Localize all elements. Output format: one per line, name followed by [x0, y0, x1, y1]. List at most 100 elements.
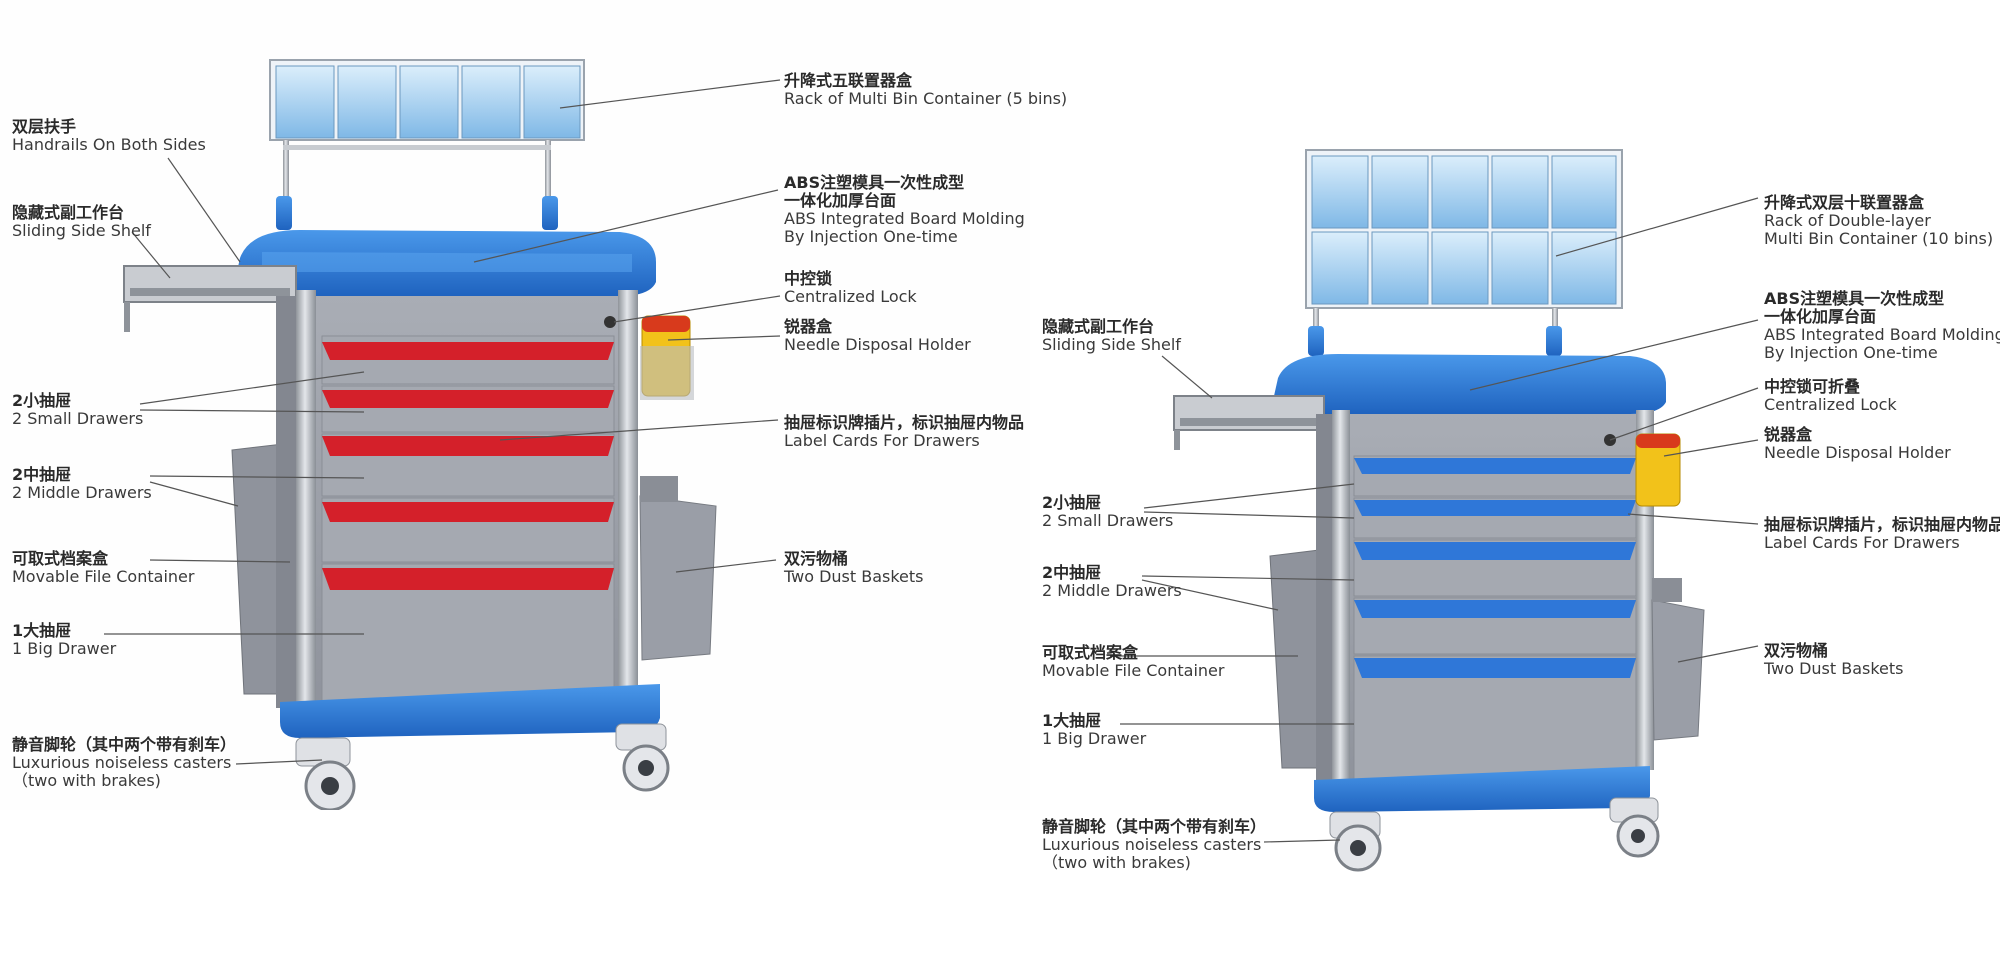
label-centralized-lock: 中控锁可折叠 Centralized Lock — [1764, 378, 1897, 414]
right-cart-illustration — [1173, 149, 1705, 872]
label-zh: 隐藏式副工作台 — [12, 203, 125, 222]
label-small-drawers: 2小抽屉 2 Small Drawers — [1042, 494, 1173, 530]
label-middle-drawers: 2中抽屉 2 Middle Drawers — [12, 466, 152, 502]
label-en: Movable File Container — [1042, 661, 1225, 680]
label-en: Handrails On Both Sides — [12, 135, 206, 154]
sliding-side-shelf — [123, 265, 297, 332]
label-casters: 静音脚轮（其中两个带有刹车） Luxurious noiseless caste… — [1042, 818, 1266, 872]
label-en: 2 Small Drawers — [12, 409, 144, 428]
label-en: Needle Disposal Holder — [784, 335, 971, 354]
right-cart-panel — [1030, 0, 2000, 960]
label-zh: 2中抽屉 — [12, 465, 72, 484]
label-abs-board: ABS注塑模具一次性成型 一体化加厚台面 ABS Integrated Boar… — [1764, 290, 2000, 362]
label-zh: 可取式档案盒 — [12, 549, 109, 568]
label-en: 2 Middle Drawers — [1042, 581, 1182, 600]
label-zh: 升降式双层十联置器盒 — [1764, 193, 1925, 212]
label-handrails: 双层扶手 Handrails On Both Sides — [12, 118, 206, 154]
sliding-side-shelf — [1173, 395, 1325, 450]
label-zh: 隐藏式副工作台 — [1042, 317, 1155, 336]
label-zh-2: 一体化加厚台面 — [784, 191, 897, 210]
casters — [1329, 797, 1660, 872]
label-en-2: （two with brakes) — [12, 771, 161, 790]
label-dust-baskets: 双污物桶 Two Dust Baskets — [1764, 642, 1904, 678]
label-small-drawers: 2小抽屉 2 Small Drawers — [12, 392, 143, 428]
dust-basket — [1651, 578, 1705, 741]
label-needle-holder: 锐器盒 Needle Disposal Holder — [784, 318, 971, 354]
casters — [295, 723, 670, 812]
label-zh: 抽屉标识牌插片，标识抽屉内物品 — [784, 413, 1025, 432]
centralized-lock — [1604, 434, 1616, 446]
label-zh: 2小抽屉 — [1042, 493, 1102, 512]
label-file-container: 可取式档案盒 Movable File Container — [12, 550, 194, 586]
label-zh: 锐器盒 — [1764, 425, 1813, 444]
label-zh: 抽屉标识牌插片，标识抽屉内物品 — [1764, 515, 2000, 534]
label-en: Label Cards For Drawers — [1764, 533, 1960, 552]
bin-rack-5 — [269, 59, 585, 141]
label-en: Luxurious noiseless casters — [12, 753, 232, 772]
label-en: 2 Small Drawers — [1042, 511, 1174, 530]
label-big-drawer: 1大抽屉 1 Big Drawer — [1042, 712, 1146, 748]
label-sliding-side-shelf: 隐藏式副工作台 Sliding Side Shelf — [12, 204, 151, 240]
label-zh: 静音脚轮（其中两个带有刹车） — [12, 735, 237, 754]
label-zh: 中控锁可折叠 — [1764, 377, 1861, 396]
centralized-lock — [604, 316, 616, 328]
label-en: Centralized Lock — [784, 287, 917, 306]
bin-rack-10 — [1305, 149, 1623, 309]
label-en: 2 Middle Drawers — [12, 483, 152, 502]
dust-basket — [639, 476, 717, 661]
label-zh: ABS注塑模具一次性成型 — [784, 173, 965, 192]
label-sliding-side-shelf: 隐藏式副工作台 Sliding Side Shelf — [1042, 318, 1181, 354]
label-dust-baskets: 双污物桶 Two Dust Baskets — [784, 550, 924, 586]
label-centralized-lock: 中控锁 Centralized Lock — [784, 270, 917, 306]
label-zh: 1大抽屉 — [12, 621, 72, 640]
label-en: Needle Disposal Holder — [1764, 443, 1951, 462]
label-en: Sliding Side Shelf — [12, 221, 151, 240]
label-label-cards: 抽屉标识牌插片，标识抽屉内物品 Label Cards For Drawers — [784, 414, 1024, 450]
label-en: Label Cards For Drawers — [784, 431, 980, 450]
needle-disposal-holder — [640, 315, 694, 400]
label-en-2: Multi Bin Container (10 bins) — [1764, 229, 1994, 248]
label-en: 1 Big Drawer — [1042, 729, 1147, 748]
label-zh-2: 一体化加厚台面 — [1764, 307, 1877, 326]
label-zh: 升降式五联置器盒 — [784, 71, 913, 90]
label-en: ABS Integrated Board Molding — [1764, 325, 2000, 344]
label-big-drawer: 1大抽屉 1 Big Drawer — [12, 622, 116, 658]
label-en: Two Dust Baskets — [1764, 659, 1904, 678]
label-en-2: By Injection One-time — [1764, 343, 1938, 362]
label-file-container: 可取式档案盒 Movable File Container — [1042, 644, 1224, 680]
label-en: ABS Integrated Board Molding — [784, 209, 1025, 228]
label-en: Movable File Container — [12, 567, 195, 586]
label-abs-board: ABS注塑模具一次性成型 一体化加厚台面 ABS Integrated Boar… — [784, 174, 1025, 246]
label-rack-5: 升降式五联置器盒 Rack of Multi Bin Container (5 … — [784, 72, 1067, 108]
label-casters: 静音脚轮（其中两个带有刹车） Luxurious noiseless caste… — [12, 736, 236, 790]
drawers — [1353, 455, 1637, 781]
left-cart-illustration — [123, 59, 717, 812]
label-zh: 可取式档案盒 — [1042, 643, 1139, 662]
label-zh: 双污物桶 — [784, 549, 849, 568]
label-en: 1 Big Drawer — [12, 639, 117, 658]
label-zh: 1大抽屉 — [1042, 711, 1102, 730]
label-en: Luxurious noiseless casters — [1042, 835, 1262, 854]
label-en: Sliding Side Shelf — [1042, 335, 1181, 354]
needle-disposal-holder — [1635, 433, 1681, 507]
label-label-cards: 抽屉标识牌插片，标识抽屉内物品 Label Cards For Drawers — [1764, 516, 2000, 552]
label-middle-drawers: 2中抽屉 2 Middle Drawers — [1042, 564, 1182, 600]
drawers — [321, 335, 615, 705]
label-zh: ABS注塑模具一次性成型 — [1764, 289, 1945, 308]
label-zh: 静音脚轮（其中两个带有刹车） — [1042, 817, 1267, 836]
label-zh: 双污物桶 — [1764, 641, 1829, 660]
label-zh: 中控锁 — [784, 269, 833, 288]
label-zh: 锐器盒 — [784, 317, 833, 336]
label-rack-10: 升降式双层十联置器盒 Rack of Double-layer Multi Bi… — [1764, 194, 1993, 248]
label-en: Two Dust Baskets — [784, 567, 924, 586]
label-zh: 2小抽屉 — [12, 391, 72, 410]
label-en: Centralized Lock — [1764, 395, 1897, 414]
label-needle-holder: 锐器盒 Needle Disposal Holder — [1764, 426, 1951, 462]
left-cart-panel — [0, 0, 1030, 812]
label-en-2: By Injection One-time — [784, 227, 958, 246]
label-zh: 2中抽屉 — [1042, 563, 1102, 582]
label-en: Rack of Multi Bin Container (5 bins) — [784, 89, 1068, 108]
label-zh: 双层扶手 — [12, 117, 77, 136]
label-en-2: （two with brakes) — [1042, 853, 1191, 872]
